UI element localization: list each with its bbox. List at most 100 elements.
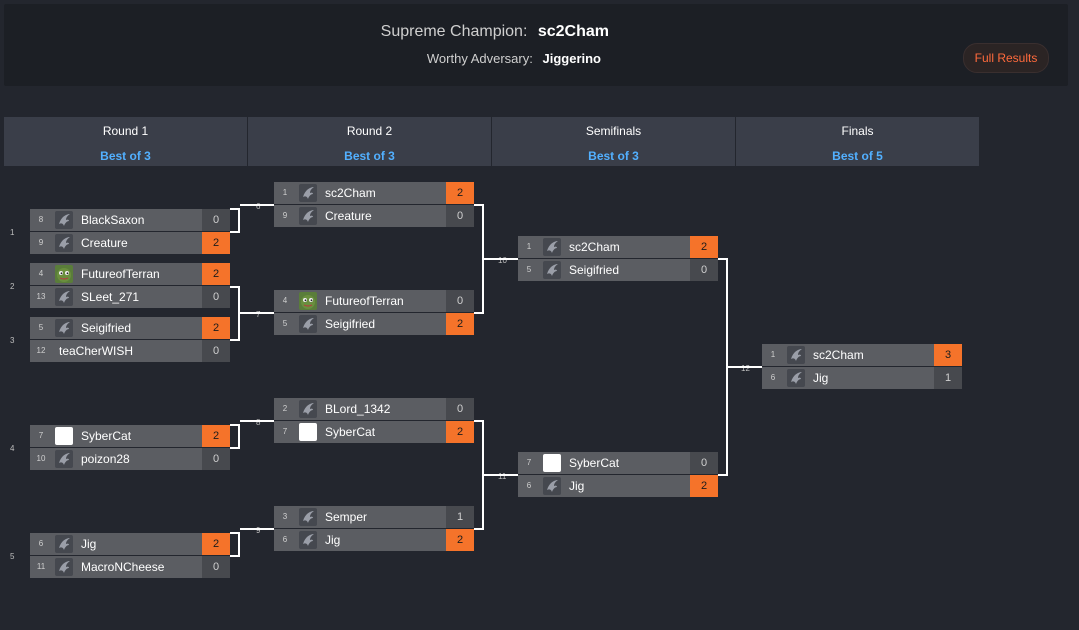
bracket-connector [230, 424, 240, 449]
sc2-logo-icon [55, 535, 73, 553]
player-name: Seigifried [325, 317, 376, 331]
match-number: 8 [256, 418, 261, 427]
player-name: sc2Cham [813, 348, 864, 362]
player-score: 0 [446, 205, 474, 227]
adversary-label: Worthy Adversary: [426, 51, 533, 66]
match-number: 4 [10, 444, 15, 453]
player-name: Creature [325, 209, 372, 223]
player-seed: 9 [282, 211, 288, 220]
match-number: 11 [498, 472, 507, 481]
player-name: Jig [813, 371, 829, 385]
bracket-connector [474, 420, 484, 530]
round-best-of: Best of 3 [344, 149, 395, 163]
adversary-name: Jiggerino [542, 51, 601, 66]
player-name: teaCherWISH [59, 344, 134, 358]
match-number: 5 [10, 552, 15, 561]
player-score: 2 [690, 475, 718, 497]
player-seed: 7 [282, 427, 288, 436]
player-name: Seigifried [81, 321, 132, 335]
player-seed: 2 [282, 404, 288, 413]
sc2-logo-icon [543, 238, 561, 256]
round-name: Finals [841, 124, 874, 138]
full-results-button[interactable]: Full Results [963, 43, 1049, 73]
adversary-line: Worthy Adversary: Jiggerino [4, 51, 601, 66]
bracket-connector-stub [240, 312, 274, 314]
match-number: 6 [256, 202, 261, 211]
player-seed: 11 [36, 562, 46, 571]
player-seed: 5 [282, 319, 288, 328]
sc2-logo-icon [543, 477, 561, 495]
player-seed: 3 [282, 512, 288, 521]
sc2-logo-icon [55, 558, 73, 576]
sc2-logo-icon [299, 184, 317, 202]
player-seed: 6 [526, 481, 532, 490]
player-slot[interactable]: 9 Creature 0 [274, 205, 474, 227]
round-best-of: Best of 3 [100, 149, 151, 163]
player-score: 1 [446, 506, 474, 528]
player-slot[interactable]: 5 Seigifried 2 [274, 313, 474, 335]
player-name: sc2Cham [569, 240, 620, 254]
player-seed: 7 [526, 458, 532, 467]
sc2-logo-icon [299, 508, 317, 526]
player-name: SyberCat [325, 425, 376, 439]
bracket-connector-stub [484, 474, 518, 476]
bracket-connector-stub [240, 420, 274, 422]
sc2-logo-icon [55, 288, 73, 306]
player-seed: 8 [38, 215, 44, 224]
player-seed: 6 [38, 539, 44, 548]
player-name: sc2Cham [325, 186, 376, 200]
player-score: 2 [202, 232, 230, 254]
round-name: Semifinals [585, 124, 642, 138]
match-number: 1 [10, 228, 15, 237]
sc2-logo-icon [55, 234, 73, 252]
player-score: 0 [202, 286, 230, 308]
player-score: 2 [202, 425, 230, 447]
white-avatar-icon [55, 427, 73, 445]
player-seed: 4 [282, 296, 288, 305]
match-number: 3 [10, 336, 15, 345]
pepe-avatar-icon [299, 292, 317, 310]
player-score: 0 [202, 448, 230, 470]
player-score: 2 [446, 313, 474, 335]
player-name: BlackSaxon [81, 213, 145, 227]
player-seed: 5 [38, 323, 44, 332]
player-seed: 13 [36, 292, 46, 301]
